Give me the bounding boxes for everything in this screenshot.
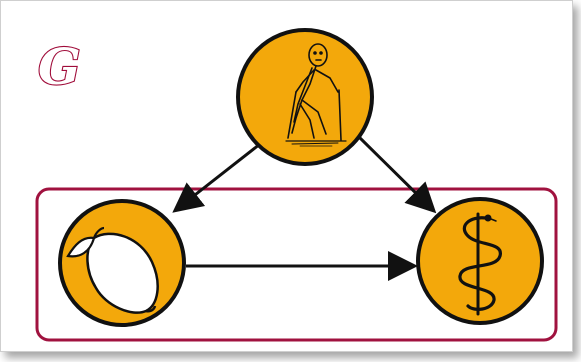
diagram-title: G bbox=[38, 37, 81, 96]
node-walker-circle bbox=[236, 28, 374, 166]
edge-walker-to-medicine bbox=[357, 135, 437, 214]
node-medicine bbox=[416, 197, 544, 325]
node-walker bbox=[236, 28, 374, 166]
rod-of-asclepius-icon bbox=[458, 212, 502, 316]
node-lemon bbox=[58, 199, 186, 327]
node-medicine-circle bbox=[416, 197, 544, 325]
hiker-with-walking-sticks-icon bbox=[285, 43, 347, 147]
group-box bbox=[35, 187, 558, 342]
lemon-icon bbox=[66, 226, 159, 314]
edge-walker-to-lemon bbox=[172, 135, 270, 213]
